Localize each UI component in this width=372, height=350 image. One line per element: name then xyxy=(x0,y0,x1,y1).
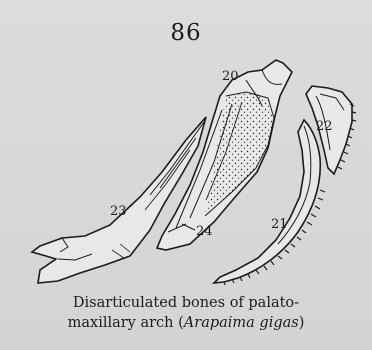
caption-line-1: Disarticulated bones of palato- xyxy=(0,293,372,313)
caption-prefix: maxillary arch ( xyxy=(68,315,184,331)
label-23: 23 xyxy=(110,204,127,219)
label-22: 22 xyxy=(316,119,333,134)
caption-suffix: ) xyxy=(299,315,305,331)
label-24: 24 xyxy=(196,224,213,239)
label-21: 21 xyxy=(271,217,288,232)
bone-23 xyxy=(32,117,206,283)
caption-scientific-name: Arapaima gigas xyxy=(184,315,299,331)
caption-line-2: maxillary arch (Arapaima gigas) xyxy=(0,313,372,333)
label-20: 20 xyxy=(222,69,239,84)
